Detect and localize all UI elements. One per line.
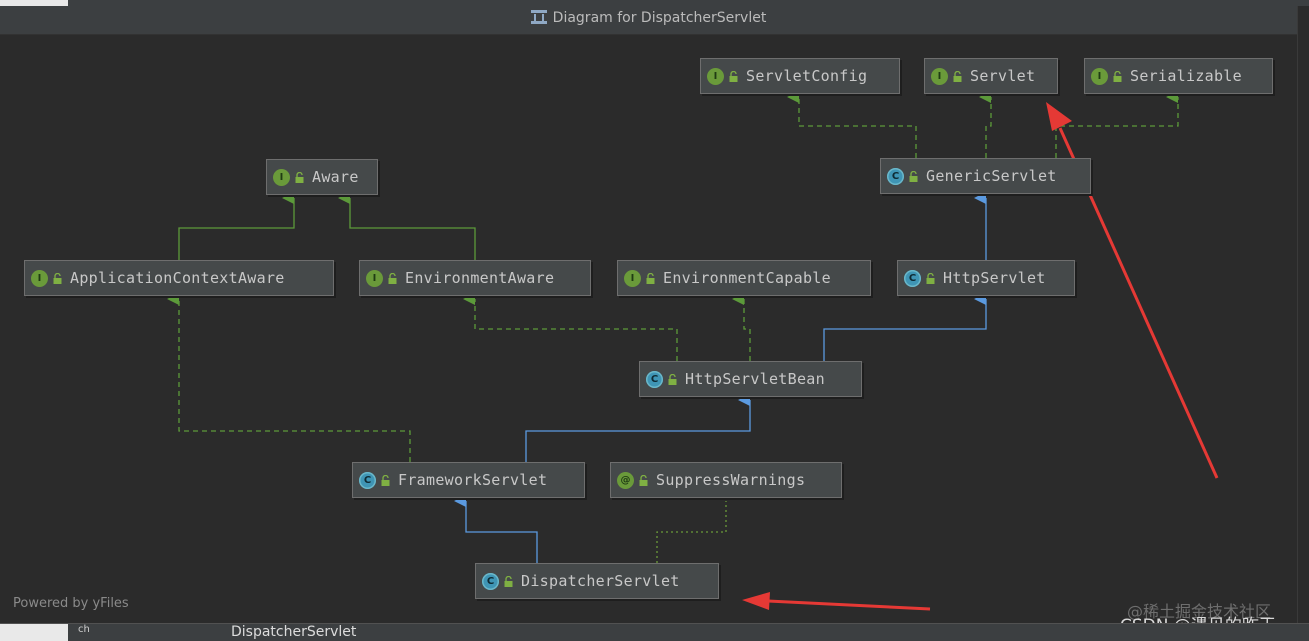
edge-genericservlet-servlet <box>979 91 992 158</box>
abstract-class-type-icon: C <box>887 167 904 185</box>
node-dispatcher-servlet[interactable]: C DispatcherServlet <box>475 563 719 599</box>
watermark-juejin: @稀土掘金技术社区 <box>1127 602 1272 621</box>
node-environment-aware[interactable]: I EnvironmentAware <box>359 260 591 296</box>
right-edge <box>1297 6 1309 640</box>
public-visibility-icon <box>909 170 918 182</box>
node-label: FrameworkServlet <box>398 471 548 489</box>
diagram-canvas[interactable] <box>0 35 1297 623</box>
node-label: DispatcherServlet <box>521 572 680 590</box>
window-title: Diagram for DispatcherServlet <box>0 10 1297 26</box>
edge-httpservletbean-httpservlet <box>823 293 987 361</box>
node-label: HttpServlet <box>943 269 1046 287</box>
node-generic-servlet[interactable]: C GenericServlet <box>880 158 1091 194</box>
class-type-icon: C <box>482 572 499 590</box>
interface-type-icon: I <box>707 67 724 85</box>
edge-frameworkservlet-httpservletbean <box>525 394 751 462</box>
public-visibility-icon <box>953 70 962 82</box>
interface-type-icon: I <box>624 269 641 287</box>
node-aware[interactable]: I Aware <box>266 159 378 195</box>
edge-dispatcherservlet-frameworkservlet <box>454 495 538 563</box>
public-visibility-icon <box>639 474 648 486</box>
annotation-type-icon: @ <box>617 471 634 489</box>
title-bar: Diagram for DispatcherServlet <box>0 6 1297 35</box>
public-visibility-icon <box>388 272 397 284</box>
edge-frameworkservlet-appctxaware <box>167 293 411 462</box>
public-visibility-icon <box>668 373 677 385</box>
node-label: HttpServletBean <box>685 370 825 388</box>
diagram-icon <box>530 10 547 24</box>
node-label: GenericServlet <box>926 167 1057 185</box>
public-visibility-icon <box>646 272 655 284</box>
node-http-servlet[interactable]: C HttpServlet <box>897 260 1075 296</box>
public-visibility-icon <box>1113 70 1122 82</box>
node-servlet[interactable]: I Servlet <box>924 58 1058 94</box>
public-visibility-icon <box>926 272 935 284</box>
public-visibility-icon <box>295 171 304 183</box>
abstract-class-type-icon: C <box>646 370 663 388</box>
edge-httpservletbean-envcapable <box>732 293 751 361</box>
window-title-text: Diagram for DispatcherServlet <box>552 10 767 26</box>
public-visibility-icon <box>504 575 513 587</box>
bottom-tab-dispatcherservlet[interactable]: DispatcherServlet <box>231 624 357 640</box>
node-servlet-config[interactable]: I ServletConfig <box>700 58 900 94</box>
public-visibility-icon <box>381 474 390 486</box>
edge-genericservlet-serializable <box>1055 91 1179 158</box>
node-label: Aware <box>312 168 359 186</box>
node-framework-servlet[interactable]: C FrameworkServlet <box>352 462 585 498</box>
node-label: SuppressWarnings <box>656 471 806 489</box>
powered-by-label: Powered by yFiles <box>13 596 129 611</box>
node-label: Servlet <box>970 67 1036 85</box>
node-label: EnvironmentAware <box>405 269 555 287</box>
public-visibility-icon <box>53 272 62 284</box>
node-label: ApplicationContextAware <box>70 269 285 287</box>
node-label: Serializable <box>1130 67 1242 85</box>
node-label: EnvironmentCapable <box>663 269 831 287</box>
edge-envaware-aware <box>338 192 476 260</box>
edge-genericservlet-servletconfig <box>787 91 917 158</box>
interface-type-icon: I <box>931 67 948 85</box>
node-serializable[interactable]: I Serializable <box>1084 58 1273 94</box>
interface-type-icon: I <box>31 269 48 287</box>
side-label: ch <box>78 624 90 635</box>
interface-type-icon: I <box>366 269 383 287</box>
node-http-servlet-bean[interactable]: C HttpServletBean <box>639 361 862 397</box>
edge-httpservletbean-envaware <box>463 293 678 361</box>
interface-type-icon: I <box>1091 67 1108 85</box>
bottom-bar: ch DispatcherServlet <box>0 623 1309 641</box>
interface-type-icon: I <box>273 168 290 186</box>
node-application-context-aware[interactable]: I ApplicationContextAware <box>24 260 334 296</box>
node-label: ServletConfig <box>746 67 868 85</box>
annotation-arrow-dispatcherservlet <box>742 592 931 611</box>
abstract-class-type-icon: C <box>904 269 921 287</box>
abstract-class-type-icon: C <box>359 471 376 489</box>
top-strip <box>0 0 1309 6</box>
node-environment-capable[interactable]: I EnvironmentCapable <box>617 260 871 296</box>
edge-dispatcherservlet-suppresswarnings <box>656 501 727 563</box>
edge-appctxaware-aware <box>178 192 295 260</box>
node-suppress-warnings[interactable]: @ SuppressWarnings <box>610 462 842 498</box>
public-visibility-icon <box>729 70 738 82</box>
